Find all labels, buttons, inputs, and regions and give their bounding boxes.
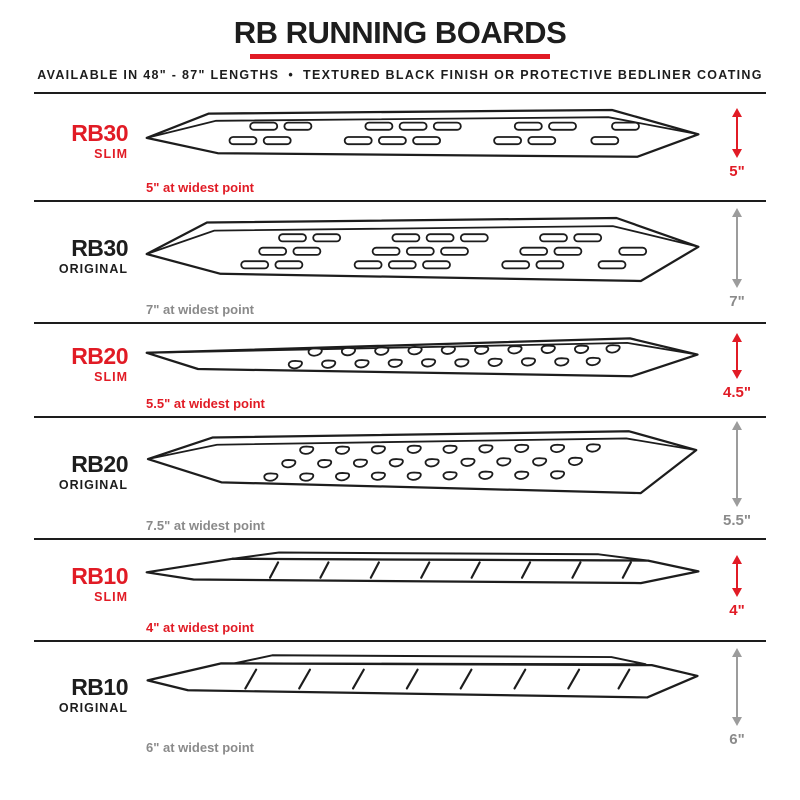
- height-arrow: [732, 333, 742, 379]
- width-annotation: 4" at widest point: [146, 620, 255, 635]
- arrow-up-icon: [732, 648, 742, 657]
- variant-name: SLIM: [94, 589, 128, 604]
- rb20-slim-board-drawing: [145, 337, 699, 378]
- height-arrow: [732, 555, 742, 597]
- rb10-original-board-drawing: [146, 654, 699, 699]
- width-annotation: 5.5" at widest point: [146, 396, 265, 411]
- height-indicator: 5": [708, 94, 766, 200]
- height-annotation: 5.5": [723, 512, 751, 529]
- arrow-down-icon: [732, 370, 742, 379]
- arrow-down-icon: [732, 498, 742, 507]
- height-indicator: 4.5": [708, 324, 766, 416]
- drawing-area: 4" at widest point: [138, 540, 708, 640]
- height-indicator: 7": [708, 202, 766, 322]
- height-arrow: [732, 648, 742, 726]
- rb20-original-board-drawing: [146, 430, 698, 495]
- arrow-down-icon: [732, 279, 742, 288]
- page-title: RB RUNNING BOARDS: [233, 15, 567, 50]
- model-name: RB10: [71, 563, 128, 590]
- bullet-separator: •: [288, 68, 295, 82]
- drawing-area: 5.5" at widest point: [138, 324, 708, 416]
- drawing-area: 5" at widest point: [138, 94, 708, 200]
- drawing-area: 7" at widest point: [138, 202, 708, 322]
- subtitle: AVAILABLE IN 48" - 87" LENGTHS • TEXTURED …: [34, 68, 766, 82]
- arrow-down-icon: [732, 149, 742, 158]
- board-label-rb10-original: RB10 ORIGINAL: [34, 642, 138, 760]
- rb30-slim-board-drawing: [145, 108, 700, 158]
- board-row-rb30-original: RB30 ORIGINAL 7" at widest po: [34, 202, 766, 324]
- variant-name: SLIM: [94, 146, 128, 161]
- rb10-slim-board-drawing: [145, 551, 700, 585]
- rb30-original-board-drawing: [145, 216, 700, 283]
- height-indicator: 4": [708, 540, 766, 640]
- height-indicator: 5.5": [708, 418, 766, 538]
- variant-name: ORIGINAL: [58, 261, 128, 276]
- variant-name: ORIGINAL: [58, 700, 128, 715]
- page-header: RB RUNNING BOARDS AVAILABLE IN 48" - 87"…: [34, 0, 766, 94]
- board-row-rb20-original: RB20 ORIGINAL 7.5" at widest poin: [34, 418, 766, 540]
- page: RB RUNNING BOARDS AVAILABLE IN 48" - 87"…: [34, 0, 766, 760]
- height-annotation: 7": [729, 293, 745, 310]
- arrow-up-icon: [732, 208, 742, 217]
- width-annotation: 7" at widest point: [146, 302, 255, 317]
- width-annotation: 5" at widest point: [146, 180, 255, 195]
- board-row-rb10-slim: RB10 SLIM 4" at widest point 4": [34, 540, 766, 642]
- width-annotation: 7.5" at widest point: [146, 518, 265, 533]
- variant-name: ORIGINAL: [58, 477, 128, 492]
- model-name: RB20: [71, 451, 128, 478]
- drawing-area: 7.5" at widest point: [138, 418, 708, 538]
- board-row-rb10-original: RB10 ORIGINAL 6" at widest point 6": [34, 642, 766, 760]
- arrow-up-icon: [732, 333, 742, 342]
- variant-name: SLIM: [94, 369, 128, 384]
- drawing-area: 6" at widest point: [138, 642, 708, 760]
- model-name: RB20: [71, 343, 128, 370]
- height-arrow: [732, 108, 742, 158]
- board-row-rb30-slim: RB30 SLIM 5" at widest point: [34, 94, 766, 202]
- height-annotation: 4": [729, 602, 745, 619]
- subtitle-finish: TEXTURED BLACK FINISH OR PROTECTIVE BEDL…: [303, 68, 763, 82]
- model-name: RB30: [71, 120, 128, 147]
- height-arrow: [732, 208, 742, 288]
- height-arrow: [732, 421, 742, 507]
- height-annotation: 5": [729, 163, 745, 180]
- board-label-rb30-slim: RB30 SLIM: [34, 94, 138, 200]
- arrow-up-icon: [732, 108, 742, 117]
- board-label-rb20-original: RB20 ORIGINAL: [34, 418, 138, 538]
- subtitle-lengths: AVAILABLE IN 48" - 87" LENGTHS: [37, 68, 280, 82]
- board-label-rb30-original: RB30 ORIGINAL: [34, 202, 138, 322]
- arrow-down-icon: [732, 717, 742, 726]
- model-name: RB30: [71, 235, 128, 262]
- board-label-rb10-slim: RB10 SLIM: [34, 540, 138, 640]
- title-underline: [250, 54, 550, 59]
- model-name: RB10: [71, 674, 128, 701]
- board-row-rb20-slim: RB20 SLIM 5.5" at widest point: [34, 324, 766, 418]
- arrow-down-icon: [732, 588, 742, 597]
- arrow-up-icon: [732, 421, 742, 430]
- height-annotation: 4.5": [723, 384, 751, 401]
- width-annotation: 6" at widest point: [146, 740, 255, 755]
- arrow-up-icon: [732, 555, 742, 564]
- height-annotation: 6": [729, 731, 745, 748]
- height-indicator: 6": [708, 642, 766, 760]
- board-label-rb20-slim: RB20 SLIM: [34, 324, 138, 416]
